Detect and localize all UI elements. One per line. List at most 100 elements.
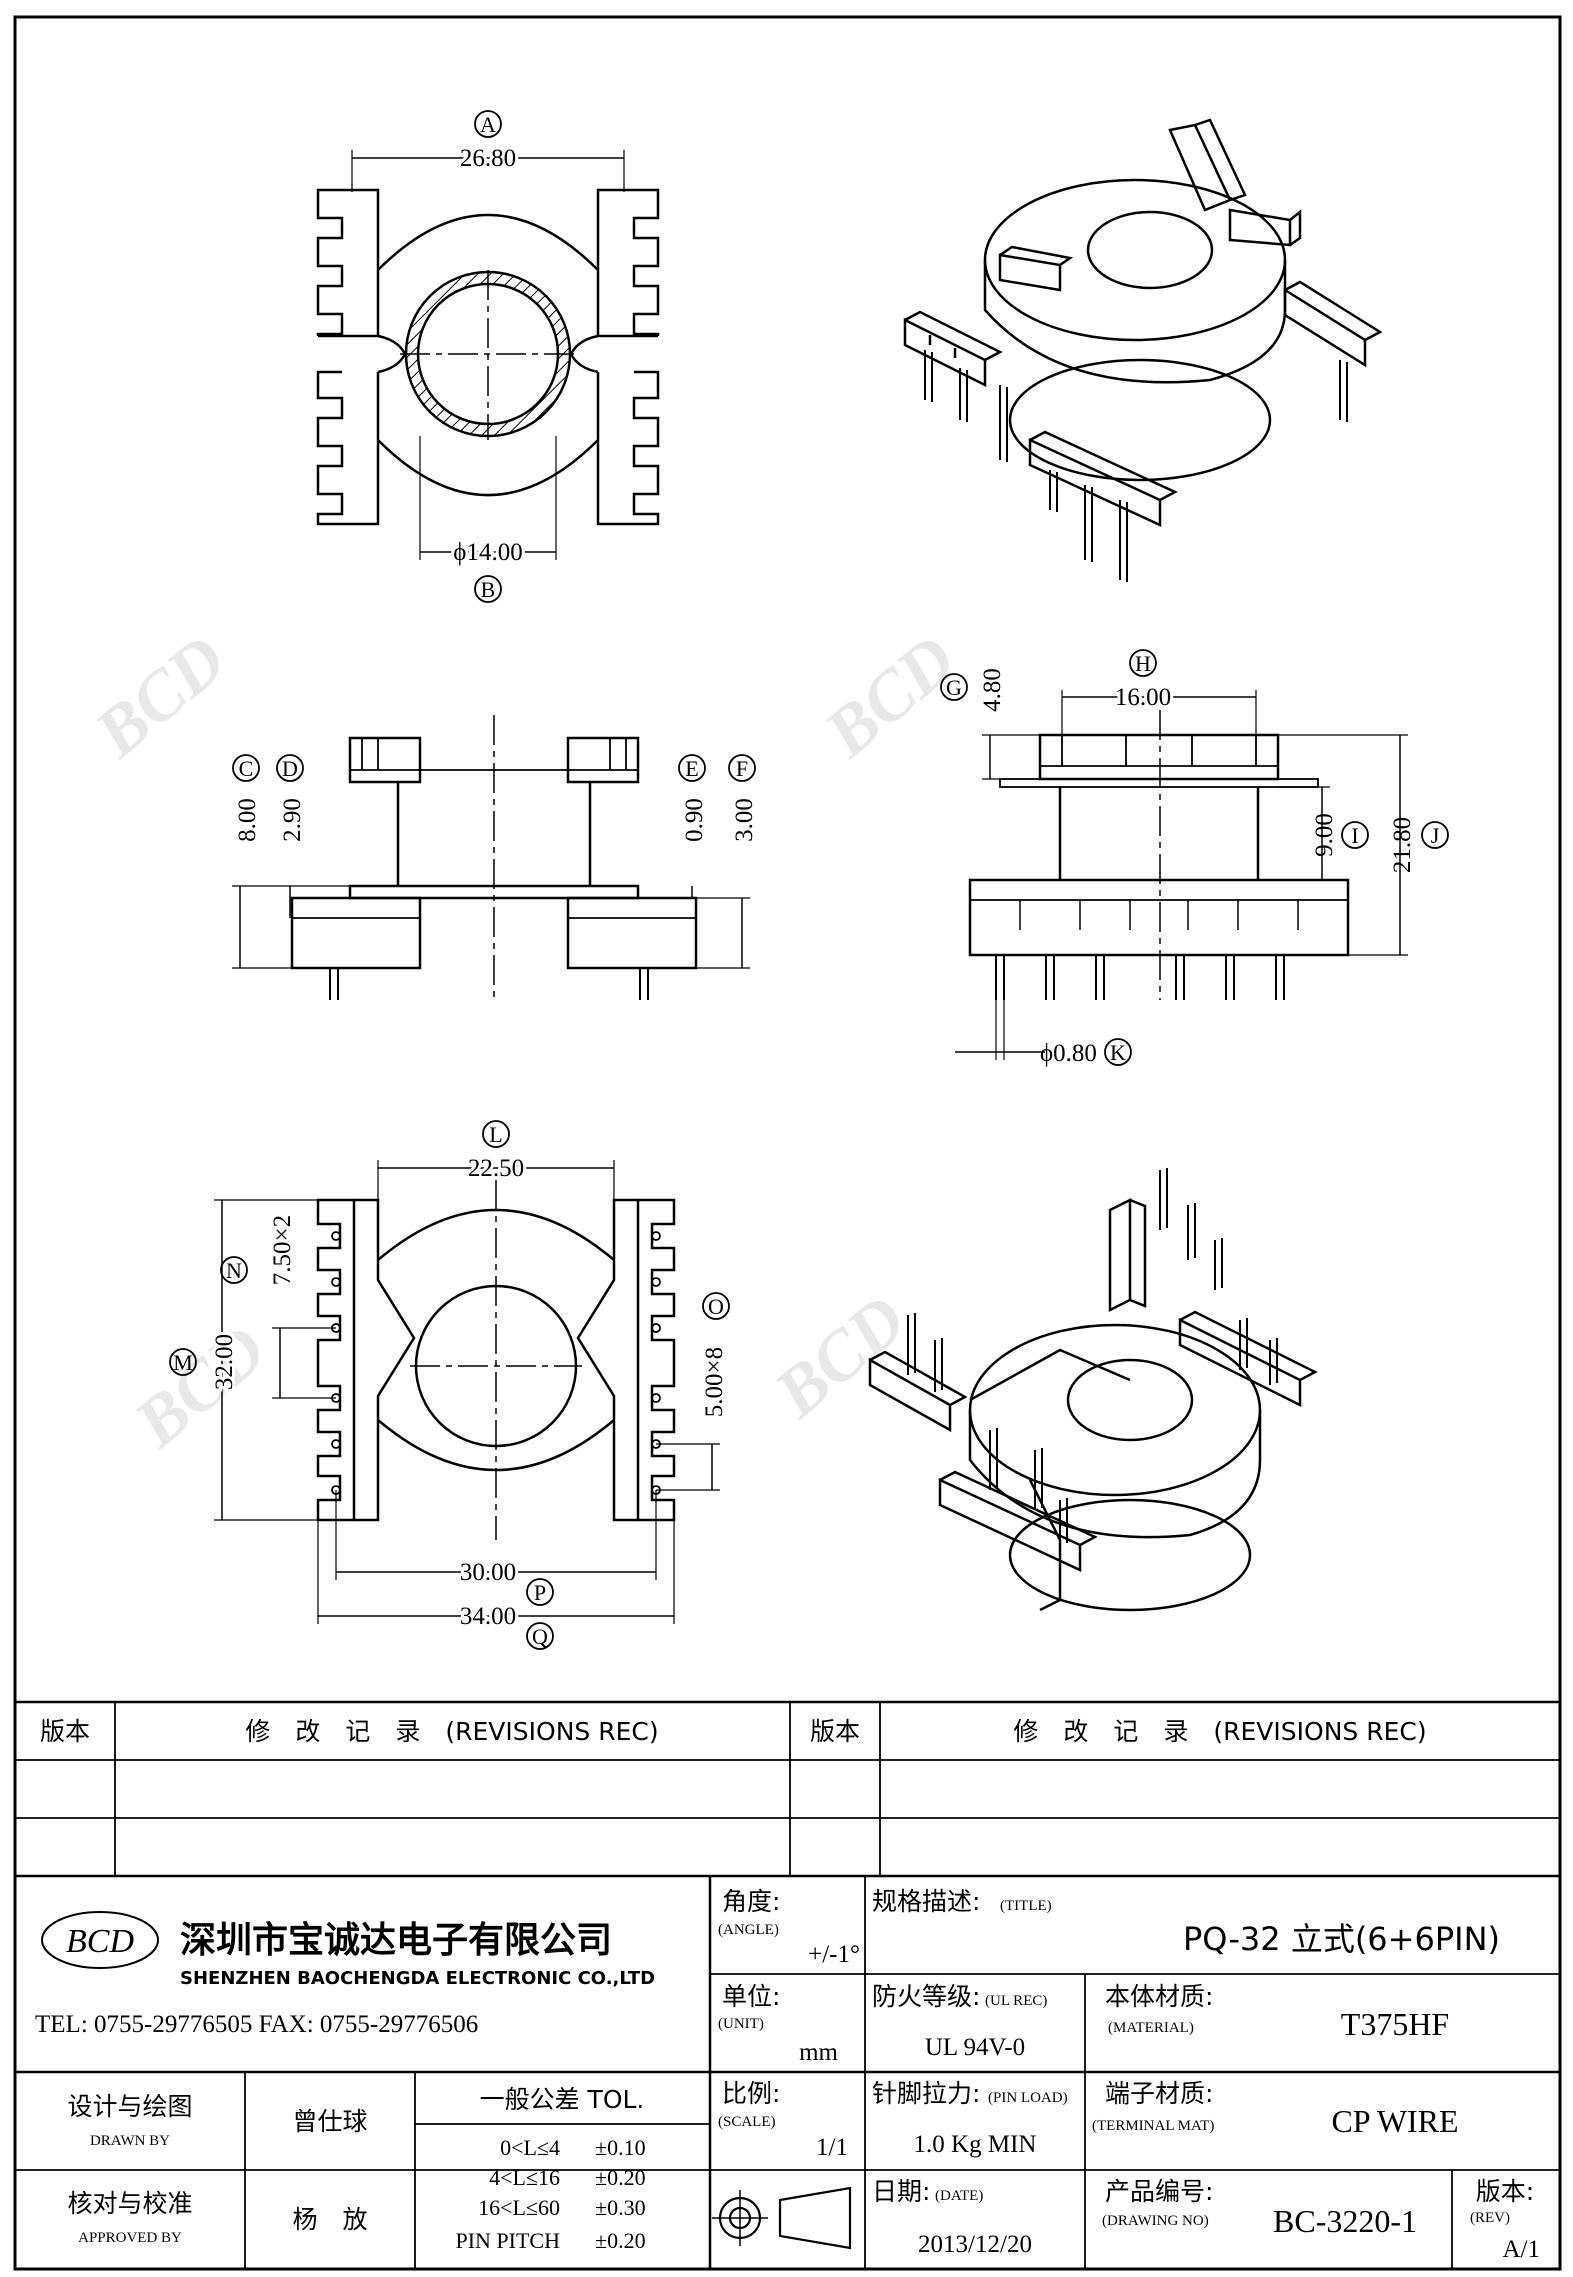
iso-arm-right [1228,208,1302,247]
iso2-flange-bottom [1008,1498,1252,1612]
callout-circle-a [474,110,502,138]
iso-flange-bottom [1008,358,1272,482]
angle-label-en: (ANGLE) [718,1922,779,1938]
callout-circle-k [1104,1038,1132,1066]
dim-a: 26.80 [460,145,516,172]
tol-value: ±0.10 [595,2135,646,2160]
callout-circle-l [482,1120,510,1148]
drawn-label: 设计与绘图 [67,2092,192,2121]
dim-g: 4.80 [979,668,1006,712]
callout-f: F [736,756,748,781]
callout-o: O [708,1294,724,1319]
iso2-comb-right [1108,1197,1318,1408]
side-pins [995,955,1285,1000]
top-view [316,110,660,603]
material-label-en: (MATERIAL) [1108,2020,1194,2036]
dim-m: 32.00 [211,1334,238,1390]
bottom-view-labels: L 22.50 M 32.00 N 7.50×2 O 5.00×8 30.00 … [173,1122,728,1649]
watermark-text: BCD [760,1281,921,1433]
tol-range: 0<L≤4 [500,2135,560,2160]
callout-c: C [239,756,254,781]
dim-f: 3.00 [731,798,758,842]
callout-circle-m [169,1348,197,1376]
side-view [940,649,1449,1066]
dim-j: 21.80 [1389,817,1416,873]
iso2-pins [907,1168,1278,1545]
callout-circle-d [276,754,304,782]
callout-circle-g [940,673,968,701]
tol-value: ±0.20 [595,2165,646,2190]
date-value: 2013/12/20 [918,2231,1032,2258]
drawing-no-label: 产品编号: [1105,2177,1213,2206]
front-view [232,715,756,1000]
side-view-labels: G 4.80 H 16.00 I 9.00 J 21.80 ϕ0.80 K [946,651,1440,1067]
tol-value: ±0.20 [595,2228,646,2253]
dim-h: 16.00 [1115,684,1171,711]
side-top-flange [1038,733,1280,781]
bottom-view [169,1120,730,1650]
bottom-right-comb [636,1198,676,1522]
flange-bottom-arc [377,439,599,497]
callout-circle-h [1129,649,1157,677]
company-name-cn: 深圳市宝诚达电子有限公司 [180,1920,612,1961]
scale-label-en: (SCALE) [718,2114,776,2130]
revisions-table [15,1700,1560,1878]
iso-pins [924,350,1348,582]
dim-i: 9.00 [1311,813,1338,857]
rev-col-record-left: 修 改 记 录 (REVISIONS REC) [245,1717,658,1746]
title-value: PQ-32 立式(6+6PIN) [1183,1920,1500,1958]
iso2-comb-left [868,1350,1098,1572]
drawing-no-label-en: (DRAWING NO) [1102,2213,1209,2229]
callout-circle-f [728,754,756,782]
approved-value: 杨 放 [292,2205,367,2234]
pin-load-label-en: (PIN LOAD) [988,2090,1068,2106]
terminal-label-en: (TERMINAL MAT) [1092,2118,1214,2134]
iso-flange-side [983,260,1287,384]
company-name-en: SHENZHEN BAOCHENGDA ELECTRONIC CO.,LTD [180,1968,655,1989]
pin-load-value: 1.0 Kg MIN [914,2131,1037,2158]
callout-a: A [480,112,496,137]
front-pins [329,968,649,1000]
front-view-labels: C D 8.00 2.90 E F 0.90 3.00 [234,756,758,842]
dim-p: 30.00 [460,1559,516,1586]
sheet-border [13,15,1562,2271]
callout-circle-n [220,1256,248,1284]
title-block-grid [15,1876,1560,2269]
callout-b: B [481,577,496,602]
tol-range: 4<L≤16 [489,2165,560,2190]
rev-value: A/1 [1503,2236,1541,2263]
side-base [968,878,1350,957]
left-terminal-comb [316,188,380,526]
right-notch [569,334,599,374]
callout-q: Q [532,1624,548,1649]
callout-p: P [534,1580,546,1605]
company-logo: BCD [41,1911,159,1969]
dim-b: ϕ14.00 [453,539,522,566]
top-view-labels: A 26.80 ϕ14.00 B [450,112,525,602]
pin-load-label: 针脚拉力: [872,2079,980,2108]
rev-label-en: (REV) [1470,2210,1510,2226]
material-label: 本体材质: [1105,1982,1213,2011]
dim-d: 2.90 [279,798,306,842]
title-label: 规格描述: [872,1887,980,1916]
ul-label-en: (UL REC) [985,1993,1047,2009]
front-terminal-left [290,896,422,970]
scale-value: 1/1 [816,2134,848,2161]
tol-range: PIN PITCH [455,2228,560,2253]
iso-arm-left [998,245,1074,292]
angle-label: 角度: [722,1887,780,1916]
ul-label: 防火等级: [872,1982,980,2011]
projection-symbol-icon [712,2186,852,2250]
revisions-header: 版本 修 改 记 录 (REVISIONS REC) 版本 修 改 记 录 (R… [40,1717,1427,1746]
drawn-value: 曾仕球 [292,2107,367,2136]
logo-text: BCD [66,1923,134,1960]
dim-l: 22.50 [468,1155,524,1182]
callout-n: N [226,1258,242,1283]
callout-e: E [685,756,698,781]
approved-label-en: APPROVED BY [78,2230,182,2246]
bottom-left-comb [316,1198,356,1522]
iso-view-lower [868,1168,1318,1612]
rev-col-version-right: 版本 [810,1717,860,1746]
material-value: T375HF [1341,2006,1449,2042]
iso2-arm [969,1348,1131,1612]
